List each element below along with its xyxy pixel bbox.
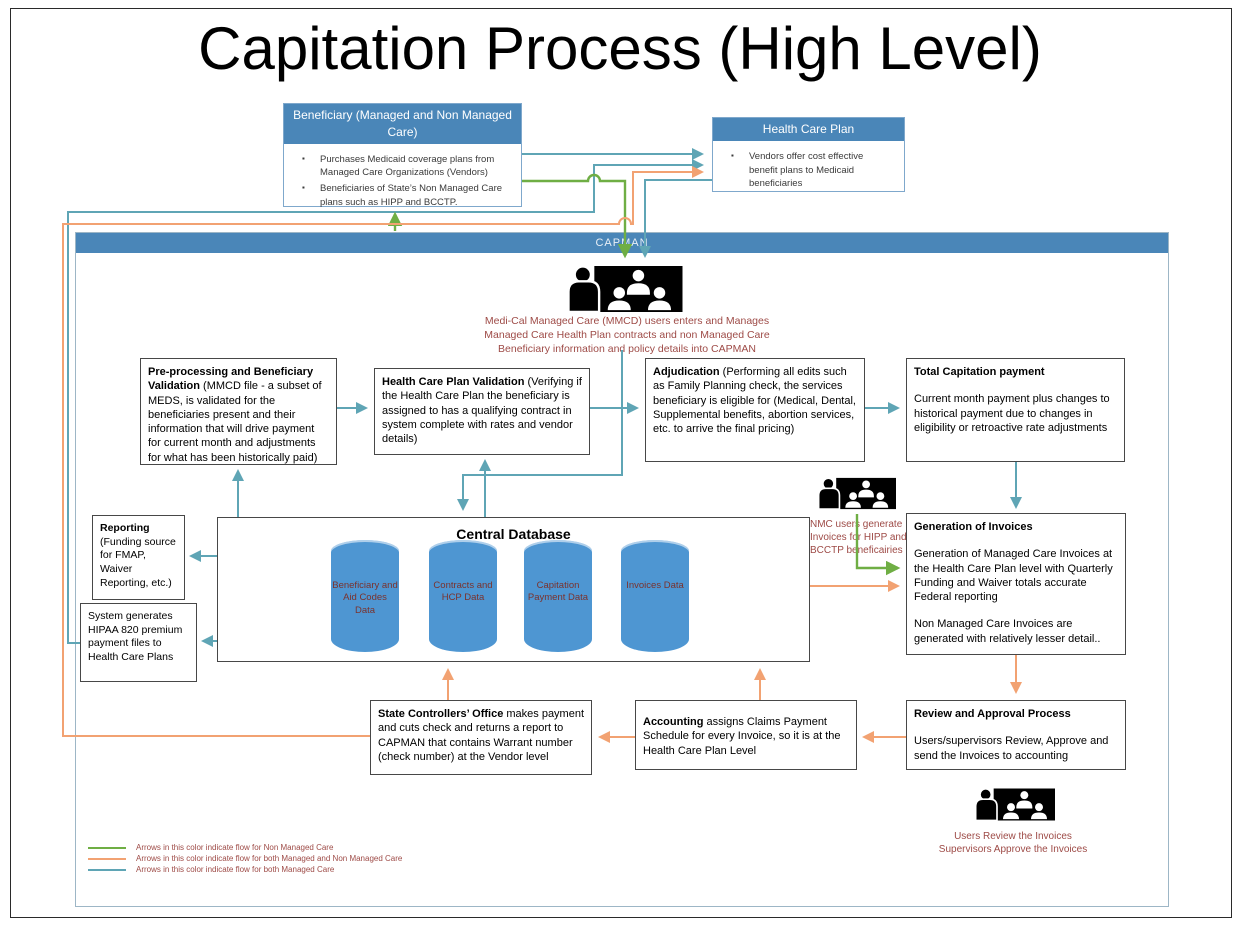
cylinder-top xyxy=(429,540,497,562)
cylinder-label: Contracts and HCP Data xyxy=(433,580,493,604)
beneficiary-box: Beneficiary (Managed and Non Managed Car… xyxy=(283,103,522,210)
nmc-users-icon xyxy=(818,473,896,514)
legend-text-teal: Arrows in this color indicate flow for b… xyxy=(136,865,335,874)
health-care-plan-box-title: Health Care Plan xyxy=(713,118,904,141)
accounting-box-lead: Accounting xyxy=(643,716,704,728)
generation-invoices-box-title: Generation of Invoices xyxy=(914,521,1033,533)
legend-row-non-managed: Arrows in this color indicate flow for N… xyxy=(88,842,402,853)
cylinder-top xyxy=(524,540,592,562)
total-capitation-box-title: Total Capitation payment xyxy=(914,366,1045,378)
accounting-box: Accounting assigns Claims Payment Schedu… xyxy=(635,700,857,770)
legend-line-teal xyxy=(88,868,126,871)
legend-row-both-managed-non-managed: Arrows in this color indicate flow for b… xyxy=(88,853,402,864)
health-care-plan-bullet-1: Vendors offer cost effective benefit pla… xyxy=(725,150,894,191)
review-approval-box-title: Review and Approval Process xyxy=(914,708,1071,720)
mmcd-users-icon xyxy=(565,266,685,312)
generation-invoices-box-body2: Non Managed Care Invoices are generated … xyxy=(914,618,1101,645)
nmc-users-caption: NMC users generate Invoices for HIPP and… xyxy=(810,519,907,557)
mmcd-users-caption: Medi-Cal Managed Care (MMCD) users enter… xyxy=(484,315,770,355)
generation-invoices-box: Generation of Invoices Generation of Man… xyxy=(906,513,1126,655)
beneficiary-box-title: Beneficiary (Managed and Non Managed Car… xyxy=(284,104,521,144)
page-title: Capitation Process (High Level) xyxy=(198,15,1042,82)
adjudication-box: Adjudication (Performing all edits such … xyxy=(645,358,865,462)
generation-invoices-box-body1: Generation of Managed Care Invoices at t… xyxy=(914,548,1113,604)
reporting-box: Reporting (Funding source for FMAP, Waiv… xyxy=(92,515,185,600)
review-users-icon xyxy=(975,783,1055,826)
reporting-box-text: (Funding source for FMAP, Waiver Reporti… xyxy=(100,535,176,589)
cylinder-capitation-payment: Capitation Payment Data xyxy=(524,540,592,652)
total-capitation-box-body: Current month payment plus changes to hi… xyxy=(914,393,1110,434)
hipaa820-box-text: System generates HIPAA 820 premium payme… xyxy=(88,610,183,663)
legend-line-orange xyxy=(88,857,126,860)
hipaa820-box: System generates HIPAA 820 premium payme… xyxy=(80,603,197,682)
cylinder-beneficiary-aid-codes: Beneficiary and Aid Codes Data xyxy=(331,540,399,652)
review-users-caption: Users Review the Invoices Supervisors Ap… xyxy=(938,831,1088,856)
capman-header: CAPMAN xyxy=(76,233,1168,253)
central-database-title: Central Database xyxy=(456,526,571,542)
beneficiary-bullet-2: Beneficiaries of State’s Non Managed Car… xyxy=(296,182,511,210)
preprocessing-box: Pre-processing and Beneficiary Validatio… xyxy=(140,358,337,465)
cylinder-label: Beneficiary and Aid Codes Data xyxy=(332,580,398,616)
cylinder-invoices: Invoices Data xyxy=(621,540,689,652)
preprocessing-box-text: (MMCD file - a subset of MEDS, is valida… xyxy=(148,380,322,464)
legend-row-managed: Arrows in this color indicate flow for b… xyxy=(88,864,402,875)
adjudication-box-lead: Adjudication xyxy=(653,366,720,378)
health-care-plan-bullets: Vendors offer cost effective benefit pla… xyxy=(719,150,900,191)
legend-text-orange: Arrows in this color indicate flow for b… xyxy=(136,854,403,863)
page-border xyxy=(10,8,1232,918)
cylinder-label: Invoices Data xyxy=(626,580,684,591)
beneficiary-bullets: Purchases Medicaid coverage plans from M… xyxy=(290,153,517,210)
beneficiary-bullet-1: Purchases Medicaid coverage plans from M… xyxy=(296,153,511,181)
cylinder-top xyxy=(621,540,689,562)
review-approval-box: Review and Approval Process Users/superv… xyxy=(906,700,1126,770)
total-capitation-box: Total Capitation payment Current month p… xyxy=(906,358,1125,462)
hcp-validation-box-lead: Health Care Plan Validation xyxy=(382,376,525,388)
reporting-box-lead: Reporting xyxy=(100,522,150,534)
cylinder-top xyxy=(331,540,399,562)
legend-text-green: Arrows in this color indicate flow for N… xyxy=(136,843,334,852)
legend: Arrows in this color indicate flow for N… xyxy=(88,842,402,875)
legend-line-green xyxy=(88,846,126,849)
central-database-box: Central Database Beneficiary and Aid Cod… xyxy=(217,517,810,662)
cylinder-shape xyxy=(621,551,689,652)
state-controllers-office-box: State Controllers’ Office makes payment … xyxy=(370,700,592,775)
cylinder-contracts-hcp: Contracts and HCP Data xyxy=(429,540,497,652)
cylinder-label: Capitation Payment Data xyxy=(527,580,589,604)
hcp-validation-box: Health Care Plan Validation (Verifying i… xyxy=(374,368,590,455)
health-care-plan-box: Health Care Plan Vendors offer cost effe… xyxy=(712,117,905,192)
sco-box-lead: State Controllers’ Office xyxy=(378,708,504,720)
review-approval-box-body: Users/supervisors Review, Approve and se… xyxy=(914,735,1109,762)
